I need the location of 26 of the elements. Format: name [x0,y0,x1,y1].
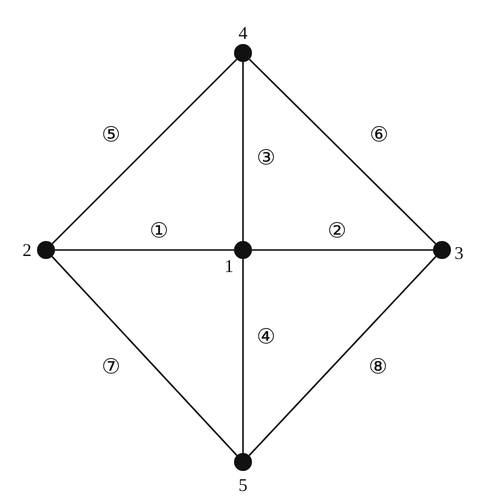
edge-label: ⑥ [370,124,388,146]
node-dot [234,453,252,471]
edge-label: ① [150,220,168,242]
edge-label: ③ [256,148,276,168]
edge-line [242,259,244,453]
node-dot [234,241,252,259]
edge-line [52,256,238,456]
edge-line [248,58,436,244]
edge-line [55,249,234,251]
node-number: 3 [454,244,464,262]
node-number: 4 [238,24,248,42]
edge-label: ⑧ [368,356,388,378]
node-number: 2 [22,241,32,259]
node-number: 1 [224,257,234,275]
node-dot [234,44,252,62]
edge-line [52,58,238,244]
node-number: 5 [238,476,248,494]
edge-label: ④ [256,326,276,348]
node-dot [37,241,55,259]
edge-line [242,62,244,241]
edge-line [248,256,436,456]
node-dot [433,241,451,259]
edge-label: ② [328,220,346,242]
edge-label: ⑤ [102,124,120,146]
edge-line [252,249,433,251]
edge-label: ⑦ [102,356,120,378]
